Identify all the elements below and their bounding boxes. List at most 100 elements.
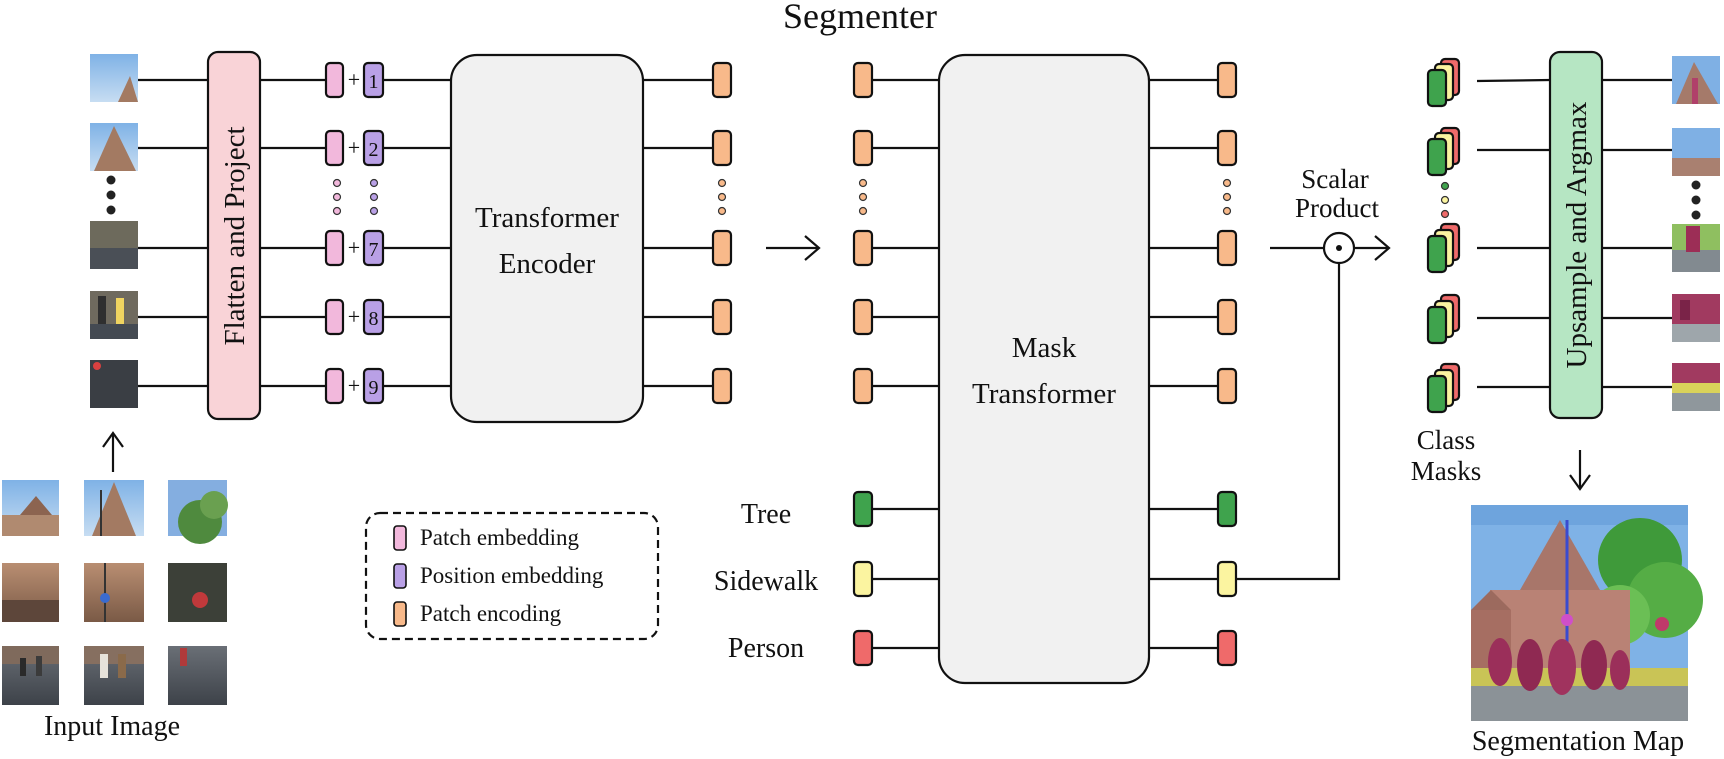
segmented-patch-thumbnail [1672,224,1720,272]
input-image-caption: Input Image [44,711,180,742]
patch-embedding-token [324,298,345,336]
upsample-argmax-label: Upsample and Argmax [1561,101,1593,368]
plus-sign: + [348,135,360,160]
class-masks-label-line2: Masks [1411,456,1482,486]
plus-sign: + [348,67,360,92]
legend-swatch-patch-embedding [393,525,407,551]
patch-thumbnail [84,563,144,622]
patch-thumbnail [168,480,228,544]
patch-thumbnail [2,563,59,622]
up-arrow-icon [102,431,124,472]
decoder-output-connectors [1149,78,1218,650]
class-label-person: Person [728,633,804,664]
vertical-ellipsis-icon [717,178,727,216]
vertical-ellipsis-icon [1440,181,1450,219]
class-masks-label-line1: Class [1417,425,1476,455]
embedding-to-encoder-connectors [383,78,451,388]
flatten-project-label: Flatten and Project [219,126,251,345]
mask-transformer-block: Mask Transformer [937,53,1151,685]
class-mask-stack [1426,126,1461,177]
patch-thumbnail [84,480,144,536]
position-number: 2 [369,139,379,161]
patch-encoding-token [852,61,874,99]
patch-thumbnail [84,646,144,705]
patch-thumbnail [90,123,138,171]
legend: Patch embedding Position embedding Patch… [364,511,660,641]
embedding-column: + 1 + 2 + 7 + 8 + 9 [324,61,385,405]
patch-encoding-token [1216,61,1238,99]
vertical-ellipsis-icon [106,175,116,215]
patch-thumbnail [2,646,59,705]
position-number: 7 [369,239,379,261]
class-token-tree [852,490,874,528]
segmentation-map-caption: Segmentation Map [1472,726,1684,757]
patch-encoding-token [711,61,733,99]
patch-thumbnail [90,291,138,339]
encoder-output-tokens [711,61,733,405]
patch-encoding-token [1216,229,1238,267]
patch-encoding-token [711,129,733,167]
encoder-label-line2: Encoder [499,248,596,280]
class-token-person [1216,629,1238,667]
class-mask-stack [1426,57,1461,108]
upsample-argmax-block: Upsample and Argmax [1548,50,1604,420]
vertical-ellipsis-icon [332,178,379,216]
patch-thumbnail [168,646,227,705]
mask-transformer-label-line1: Mask [1012,332,1077,364]
patch-encoding-token [1216,129,1238,167]
flatten-to-embedding-connectors [260,78,326,388]
class-mask-stack [1426,293,1461,345]
upsample-output-connectors [1602,78,1672,389]
vertical-ellipsis-icon [1222,178,1232,216]
position-number: 1 [369,71,379,93]
patch-encoding-token [1216,298,1238,336]
segmented-patch-thumbnail [1672,363,1720,411]
patch-to-flatten-connectors [138,78,208,388]
legend-label-patch-embedding: Patch embedding [420,525,580,550]
segmented-patch-thumbnail [1672,128,1720,176]
down-arrow-icon [1569,450,1591,491]
flatten-project-block: Flatten and Project [206,50,262,421]
segmented-patch-thumbnail [1672,56,1720,104]
segmentation-map-image [1471,505,1703,721]
position-number: 9 [369,377,379,399]
plus-sign: + [348,373,360,398]
right-arrow-icon [766,235,821,261]
patch-thumbnail [90,360,138,408]
scalar-product-label-line1: Scalar [1301,164,1368,194]
legend-label-position-embedding: Position embedding [420,563,604,588]
legend-swatch-position-embedding [393,563,407,589]
class-masks-column [1426,57,1461,414]
class-label-sidewalk: Sidewalk [714,566,818,597]
patch-encoding-token [711,229,733,267]
mask-to-upsample-connectors [1476,78,1551,389]
position-number: 8 [369,308,379,330]
class-mask-stack [1426,362,1461,414]
patch-embedding-token [324,61,345,99]
patch-encoding-token [711,298,733,336]
patch-encoding-token [1216,367,1238,405]
class-mask-stack [1426,222,1461,274]
patch-thumbnail [90,221,138,269]
encoder-output-connectors [643,78,713,388]
input-patch-grid [2,480,228,705]
patch-encoding-token [852,298,874,336]
patch-encoding-token [852,367,874,405]
patch-thumbnail [168,563,227,622]
patch-thumbnail [2,480,59,536]
patch-encoding-token [711,367,733,405]
decoder-output-tokens [1216,61,1238,667]
diagram-title: Segmenter [783,0,937,36]
class-token-person [852,629,874,667]
patch-embedding-token [324,367,345,405]
class-token-tree [1216,490,1238,528]
scalar-product-connectors [1236,235,1391,581]
plus-sign: + [348,235,360,260]
class-token-sidewalk [852,560,874,598]
segmented-patch-thumbnail [1672,294,1720,342]
patch-encoding-token [852,129,874,167]
patch-encoding-token [852,229,874,267]
legend-swatch-patch-encoding [393,601,407,627]
input-patch-column [90,54,138,408]
